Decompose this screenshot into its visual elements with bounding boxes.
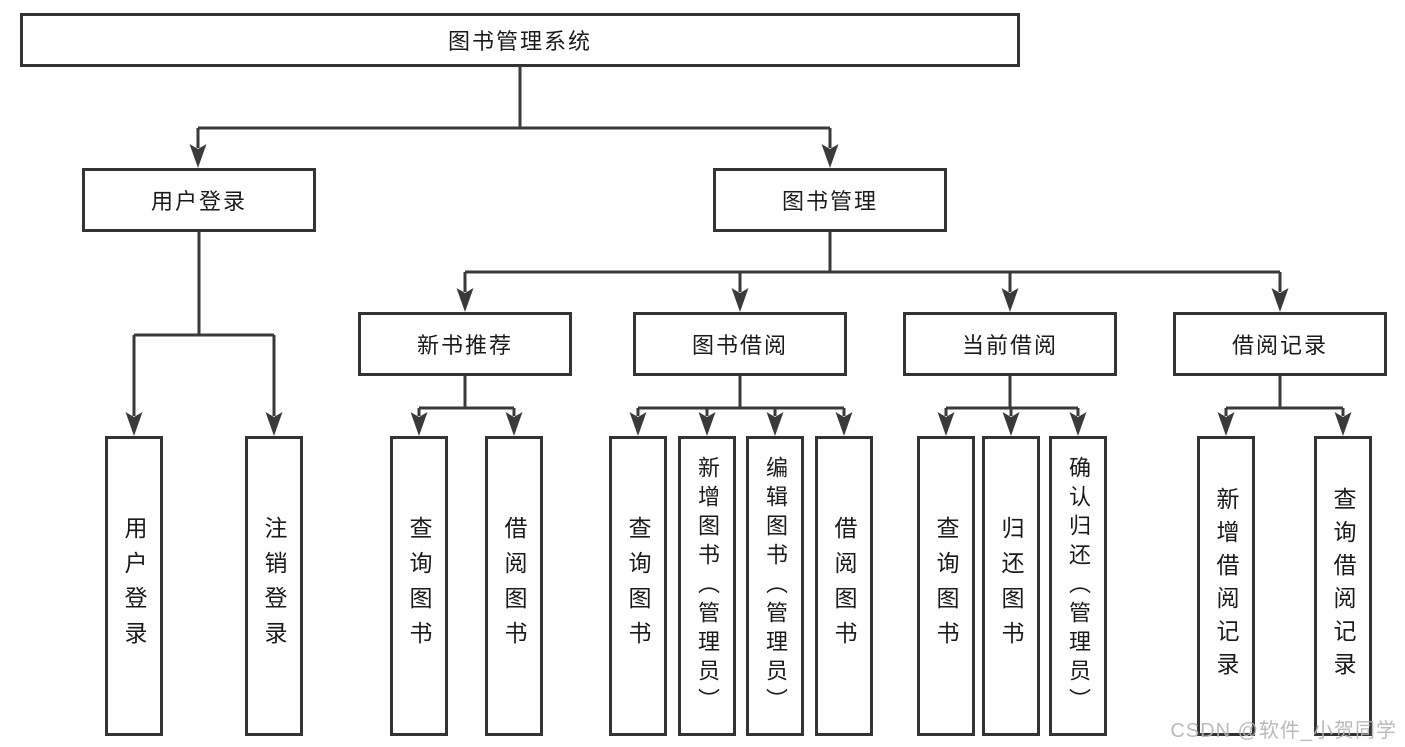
leaf-query-books-current: 查询图书 bbox=[917, 436, 975, 736]
leaf-add-book-admin: 新增图书（管理员） bbox=[678, 436, 736, 736]
leaf-return-books: 归还图书 bbox=[982, 436, 1040, 736]
leaf-user-login: 用户登录 bbox=[105, 436, 163, 736]
csdn-watermark: CSDN @软件_小贺同学 bbox=[1170, 720, 1397, 742]
leaf-query-books-recommend: 查询图书 bbox=[390, 436, 448, 736]
leaf-edit-book-admin: 编辑图书（管理员） bbox=[746, 436, 804, 736]
node-current-borrowing: 当前借阅 bbox=[903, 312, 1117, 376]
node-book-borrowing: 图书借阅 bbox=[633, 312, 847, 376]
leaf-borrow-books-recommend: 借阅图书 bbox=[485, 436, 543, 736]
node-user-login: 用户登录 bbox=[82, 168, 316, 232]
leaf-confirm-return-admin: 确认归还（管理员） bbox=[1049, 436, 1107, 736]
leaf-query-borrowing-record: 查询借阅记录 bbox=[1314, 436, 1372, 736]
node-borrowing-records: 借阅记录 bbox=[1173, 312, 1387, 376]
leaf-logout: 注销登录 bbox=[245, 436, 303, 736]
leaf-borrow-books-borrow: 借阅图书 bbox=[815, 436, 873, 736]
leaf-query-books-borrow: 查询图书 bbox=[609, 436, 667, 736]
node-book-management: 图书管理 bbox=[713, 168, 947, 232]
node-library-management-system: 图书管理系统 bbox=[20, 13, 1020, 67]
node-new-book-recommendation: 新书推荐 bbox=[358, 312, 572, 376]
leaf-add-borrowing-record: 新增借阅记录 bbox=[1197, 436, 1255, 736]
